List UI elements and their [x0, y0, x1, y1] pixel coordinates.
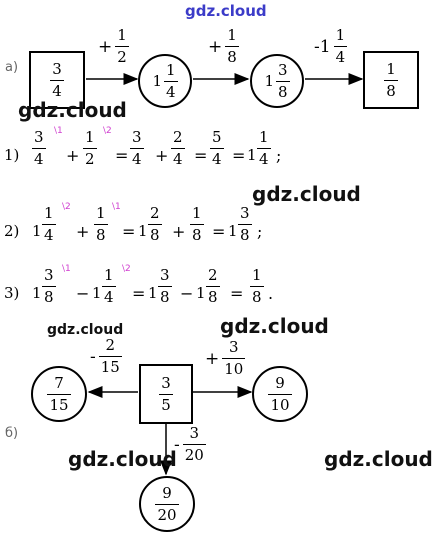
watermark-top: gdz.cloud: [185, 2, 267, 20]
part-b-label: б): [5, 426, 19, 441]
step-number: 2): [4, 222, 20, 240]
watermark: gdz.cloud: [252, 182, 361, 206]
part-a-label: а): [5, 60, 19, 75]
watermark: gdz.cloud: [68, 447, 177, 471]
watermark: gdz.cloud: [220, 314, 329, 338]
step-number: 3): [4, 284, 20, 302]
watermark: gdz.cloud: [324, 447, 433, 471]
step-number: 1): [4, 146, 20, 164]
watermark: gdz.cloud: [47, 322, 124, 338]
watermark: gdz.cloud: [18, 98, 127, 122]
